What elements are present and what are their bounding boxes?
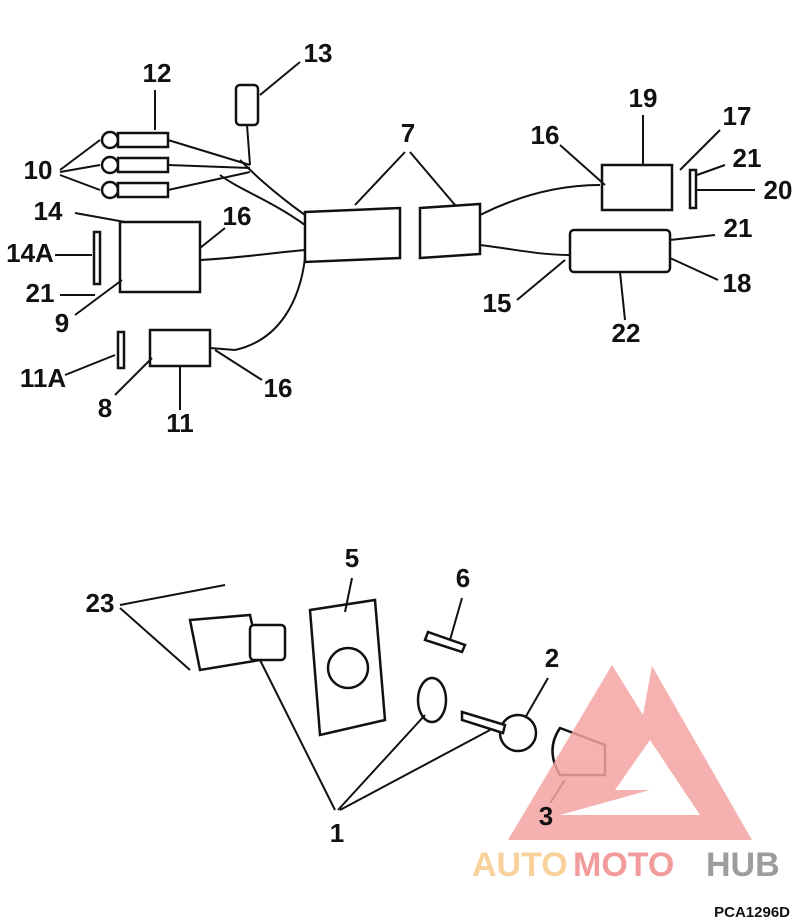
pin-20 (688, 168, 698, 210)
ring-terminals (100, 130, 251, 200)
callout-11a: 11A (20, 363, 66, 393)
callout-19: 19 (629, 83, 658, 113)
callout-6: 6 (456, 563, 470, 593)
callout-9: 9 (55, 308, 69, 338)
callout-18: 18 (723, 268, 752, 298)
callout-21: 21 (26, 278, 55, 308)
callout-7: 7 (401, 118, 415, 148)
callout-5: 5 (345, 543, 359, 573)
connector-11 (148, 328, 212, 368)
callout-20: 20 (764, 175, 793, 205)
connector-22 (568, 228, 672, 274)
watermark-hub: HUB (706, 846, 780, 884)
key-2 (498, 713, 538, 753)
callout-21: 21 (724, 213, 753, 243)
callout-22: 22 (612, 318, 641, 348)
ignition-switch (188, 613, 287, 672)
callout-16: 16 (531, 120, 560, 150)
callout-10: 10 (24, 155, 53, 185)
callout-1: 1 (330, 818, 344, 848)
callout-13: 13 (304, 38, 333, 68)
callout-labels: 12 13 10 14 16 14A 21 9 7 16 19 17 21 20… (6, 38, 792, 921)
callout-14a: 14A (6, 238, 54, 268)
callout-12: 12 (143, 58, 172, 88)
callout-21: 21 (733, 143, 762, 173)
callout-16: 16 (223, 201, 252, 231)
nut (416, 676, 448, 724)
callout-11: 11 (166, 408, 194, 438)
screw-6 (423, 630, 467, 654)
callout-2: 2 (545, 643, 559, 673)
connector-19 (600, 163, 674, 212)
callout-8: 8 (98, 393, 112, 423)
watermark-auto: AUTO (472, 846, 568, 884)
callout-17: 17 (723, 101, 752, 131)
pin-14a (92, 230, 102, 286)
callout-14: 14 (34, 196, 63, 226)
terminal-13 (234, 83, 260, 127)
figure-code: PCA1296D (714, 904, 790, 921)
callout-3: 3 (539, 801, 553, 831)
connector-9 (118, 220, 202, 294)
pin-11a (116, 330, 126, 370)
main-cable (199, 159, 601, 351)
callout-23: 23 (86, 588, 115, 618)
callout-16: 16 (264, 373, 293, 403)
callout-15: 15 (483, 288, 512, 318)
watermark-moto: MOTO (573, 846, 674, 884)
automotohub-watermark: AUTO MOTO HUB (472, 665, 780, 884)
